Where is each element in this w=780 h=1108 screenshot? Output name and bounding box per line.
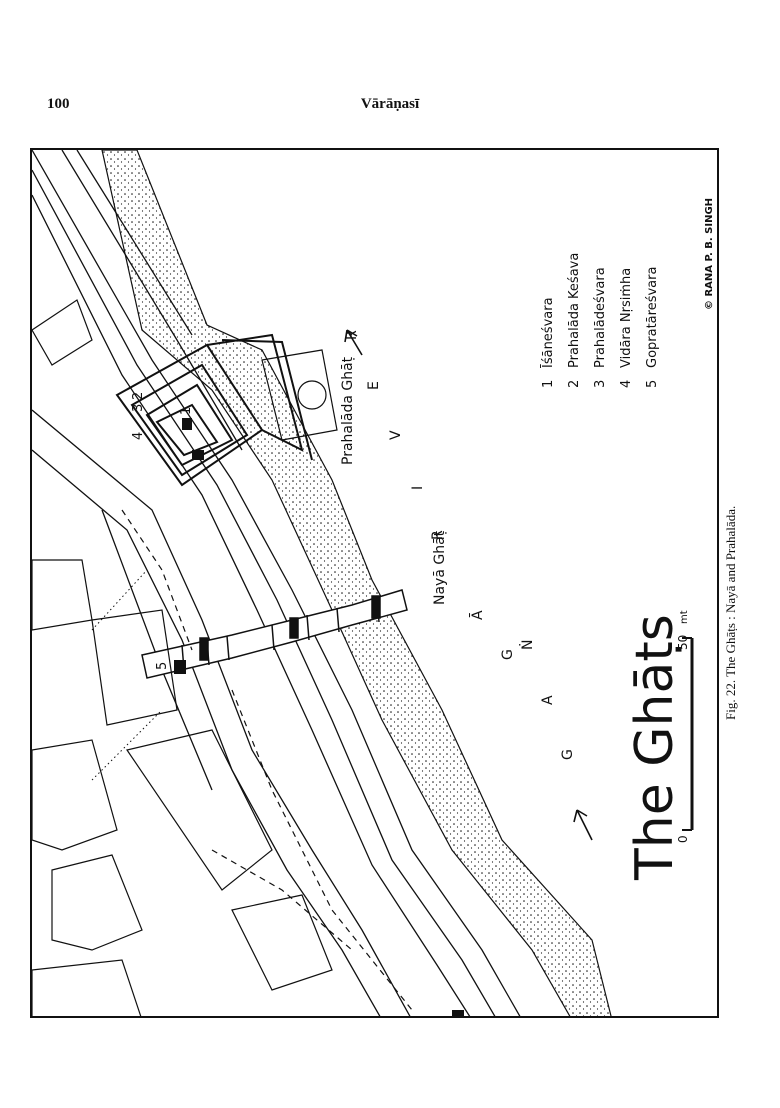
river-letter: Ā (469, 610, 486, 620)
sand-bank (101, 150, 612, 1016)
scale-zero: 0 (676, 835, 690, 843)
river-letter: R (430, 530, 446, 540)
prahalada-ghat-label: Prahalāda Ghāṭ (340, 356, 356, 465)
river-letter: Ṅ (518, 640, 536, 650)
map-title: The Ghāṭs (625, 614, 685, 881)
naya-ghat-label: Nayā Ghāṭ (432, 530, 448, 605)
flow-arrows (344, 329, 593, 841)
legend-number: 5 (645, 380, 660, 388)
ghats-map: 1 2 3 4 5 Nayā Ghāṭ Prahalāda Ghāṭ G A Ṅ… (32, 150, 715, 1016)
legend-number: 4 (619, 380, 634, 388)
legend: 1 Īśāneśvara 2 Prahalāda Keśava 3 Prahal… (541, 253, 660, 388)
legend-name: Vidāra Nṛsiṁha (619, 268, 634, 368)
scale-bar: 0 50 mt (676, 610, 694, 843)
running-title: Vārāṇasī (360, 96, 420, 112)
legend-name: Prahalādeśvara (593, 267, 608, 368)
figure-caption: Fig. 22. The Ghāṭs : Nayā and Prahalāda. (723, 505, 738, 720)
river-name: G A Ṅ G Ā R I V E R (344, 330, 576, 760)
flow-arrow-icon (344, 329, 363, 356)
temple-markers: 1 2 3 4 5 (131, 392, 194, 670)
scale-unit: mt (679, 610, 690, 624)
shrine-blocks (174, 418, 464, 1016)
marker-4: 4 (131, 432, 146, 440)
legend-name: Īśāneśvara (541, 297, 556, 368)
river-letter: V (388, 430, 404, 440)
river-letter: A (540, 695, 556, 705)
legend-name: Gopratāreśvara (645, 267, 660, 368)
river-letter: G (500, 649, 516, 660)
scale-end: 50 (676, 635, 690, 650)
dashed-paths (121, 509, 413, 1011)
marker-5: 5 (155, 662, 170, 670)
map-figure: 1 2 3 4 5 Nayā Ghāṭ Prahalāda Ghāṭ G A Ṅ… (30, 148, 719, 1018)
marker-3: 3 (131, 404, 146, 412)
marker-1: 1 (179, 407, 194, 415)
ghat-steps (32, 150, 521, 1016)
legend-number: 3 (593, 380, 608, 388)
dotted-boundaries (91, 569, 163, 781)
legend-name: Prahalāda Keśava (567, 253, 582, 368)
river-letter: E (366, 381, 382, 390)
marker-2: 2 (131, 392, 146, 400)
river-letter: R (344, 330, 360, 340)
legend-number: 1 (541, 380, 556, 388)
naya-ghat-steps (141, 589, 408, 679)
buildings (32, 299, 338, 1016)
river-letter: I (410, 486, 426, 490)
flow-arrow-icon (573, 809, 593, 841)
map-credit: © RANA P. B. SINGH (704, 198, 715, 310)
page-number: 100 (47, 96, 70, 112)
river-letter: G (560, 749, 576, 760)
legend-number: 2 (567, 380, 582, 388)
